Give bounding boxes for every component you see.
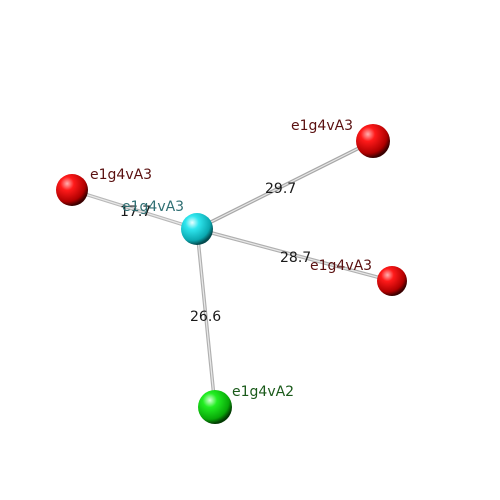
edge-center-right: 28.7 [195,227,394,283]
node-bottom[interactable]: e1g4vA2 [198,384,294,424]
edge-center-bottom: 26.6 [190,227,221,409]
red-sphere-icon[interactable] [377,266,407,296]
node-center[interactable]: e1g4vA3 [122,199,213,245]
green-sphere-icon[interactable] [198,390,232,424]
node-label: e1g4vA2 [232,384,294,400]
node-label: e1g4vA3 [122,199,184,215]
red-sphere-icon[interactable] [56,174,88,206]
node-left[interactable]: e1g4vA3 [56,167,152,206]
red-sphere-icon[interactable] [356,124,390,158]
edge-label: 26.6 [190,309,221,325]
edge-center-left: 17.7 [70,188,199,231]
cyan-sphere-icon[interactable] [181,213,213,245]
node-label: e1g4vA3 [291,118,353,134]
edge-label: 28.7 [280,250,311,266]
node-right[interactable]: e1g4vA3 [310,258,407,296]
edge-label: 17.7 [120,204,151,220]
node-label: e1g4vA3 [310,258,372,274]
edge-center-topright: 29.7 [195,139,375,231]
node-label: e1g4vA3 [90,167,152,183]
edge-label: 29.7 [265,181,296,197]
node-topright[interactable]: e1g4vA3 [291,118,390,158]
